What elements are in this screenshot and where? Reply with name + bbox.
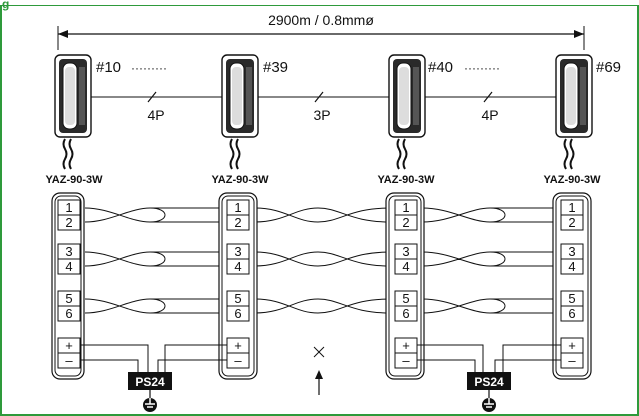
terminal-2-label-2: 2	[234, 215, 241, 230]
terminal-3-label-5: 5	[402, 291, 409, 306]
terminal-2-label-1: 1	[234, 200, 241, 215]
terminal-1-label-5: 5	[65, 291, 72, 306]
terminal-2-label-minus: –	[234, 353, 242, 368]
terminal-2-label-plus: +	[234, 338, 242, 353]
distance-label: 2900m / 0.8mmø	[268, 12, 374, 28]
power-supply-2-label: PS24	[474, 375, 504, 389]
terminal-1-label-3: 3	[65, 244, 72, 259]
terminal-4-label-5: 5	[568, 291, 575, 306]
handset-10-dots: ·········	[131, 61, 167, 75]
segment-2: 3P	[313, 91, 331, 123]
terminal-4-label-3: 3	[568, 244, 575, 259]
header-bar	[0, 0, 639, 5]
ground-icon	[482, 398, 496, 412]
header-fragment: g	[2, 0, 9, 11]
terminal-2-label-6: 6	[234, 306, 241, 321]
handset-40-id: #40	[428, 59, 453, 76]
segment-3: 4P	[481, 91, 499, 123]
intercom-handset-icon	[388, 54, 426, 170]
terminal-3-label-6: 6	[402, 306, 409, 321]
handset-39-model: YAZ-90-3W	[211, 174, 269, 186]
segment-2-label: 3P	[313, 107, 330, 123]
handset-40-model: YAZ-90-3W	[377, 174, 435, 186]
handset-69-model: YAZ-90-3W	[543, 174, 601, 186]
terminal-2-label-5: 5	[234, 291, 241, 306]
terminal-block-2: 1 2 3 4 5 6 + –	[218, 192, 258, 380]
handset-10-id: #10	[96, 59, 121, 76]
handset-69-id: #69	[596, 59, 621, 76]
handset-10-model: YAZ-90-3W	[45, 174, 103, 186]
x-marker-icon	[313, 346, 325, 358]
segment-1-label: 4P	[147, 107, 164, 123]
terminal-2-label-3: 3	[234, 244, 241, 259]
terminal-3-label-minus: –	[402, 353, 410, 368]
terminal-4-label-1: 1	[568, 200, 575, 215]
ground-icon	[143, 398, 157, 412]
handset-39-id: #39	[263, 59, 288, 76]
terminal-3-label-plus: +	[402, 338, 410, 353]
terminal-1-label-6: 6	[65, 306, 72, 321]
handset-39: #39 YAZ-90-3W	[211, 54, 288, 186]
handset-40: #40 ········· YAZ-90-3W	[377, 54, 500, 186]
terminal-block-1: 1 2 3 4 5 6 + –	[51, 192, 85, 380]
segment-3-label: 4P	[481, 107, 498, 123]
intercom-handset-icon	[221, 54, 259, 170]
terminal-3-label-1: 1	[402, 200, 409, 215]
twisted-pairs	[84, 207, 558, 314]
power-wiring	[80, 344, 561, 372]
terminal-1-label-plus: +	[65, 338, 73, 353]
intercom-handset-icon	[555, 54, 593, 170]
handset-40-dots: ·········	[464, 61, 500, 75]
power-supply-1-label: PS24	[135, 375, 165, 389]
terminal-1-label-minus: –	[65, 353, 73, 368]
terminal-4-label-6: 6	[568, 306, 575, 321]
terminal-block-4: 1 2 3 4 5 6 + –	[552, 192, 592, 380]
terminal-1-label-4: 4	[65, 259, 72, 274]
handset-10: #10 ········· YAZ-90-3W	[45, 54, 167, 186]
terminal-block-3: 1 2 3 4 5 6 + –	[385, 192, 425, 380]
intercom-handset-icon	[54, 54, 92, 170]
terminal-2-label-4: 4	[234, 259, 241, 274]
terminal-4-label-2: 2	[568, 215, 575, 230]
power-supply-2: PS24	[467, 372, 511, 412]
power-supply-1: PS24	[128, 372, 172, 412]
arrow-up-icon	[315, 370, 323, 395]
terminal-1-label-1: 1	[65, 200, 72, 215]
terminal-4-label-plus: +	[568, 338, 576, 353]
terminal-3-label-3: 3	[402, 244, 409, 259]
terminal-4-label-4: 4	[568, 259, 575, 274]
terminal-4-label-minus: –	[568, 353, 576, 368]
terminal-1-label-2: 2	[65, 215, 72, 230]
handset-69: #69 YAZ-90-3W	[543, 54, 621, 186]
distance-dimension: 2900m / 0.8mmø	[57, 12, 585, 50]
terminal-3-label-4: 4	[402, 259, 409, 274]
terminal-3-label-2: 2	[402, 215, 409, 230]
segment-1: 4P	[147, 91, 165, 123]
